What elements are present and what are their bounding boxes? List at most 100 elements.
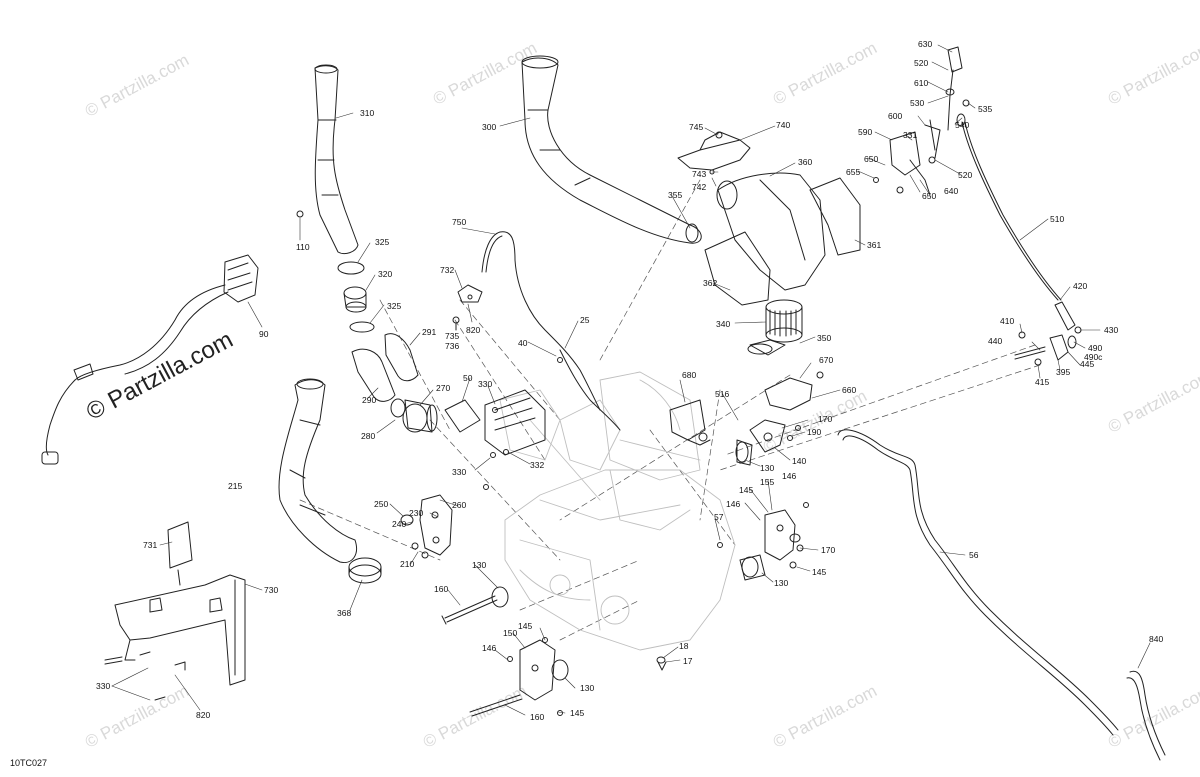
callout-535[interactable]: 535 [978,104,993,114]
callout-600[interactable]: 600 [888,111,903,121]
callout-650b[interactable]: 650 [922,191,937,201]
callout-630[interactable]: 630 [918,39,933,49]
callout-355[interactable]: 355 [668,190,683,200]
callout-350[interactable]: 350 [817,333,832,343]
callout-291[interactable]: 291 [422,327,437,337]
callout-300[interactable]: 300 [482,122,497,132]
callout-331[interactable]: 331 [903,130,918,140]
callout-160[interactable]: 160 [434,584,449,594]
callout-130b[interactable]: 130 [472,560,487,570]
callout-150[interactable]: 150 [503,628,518,638]
callout-325b[interactable]: 325 [387,301,402,311]
callout-745[interactable]: 745 [689,122,704,132]
callout-395[interactable]: 395 [1056,367,1071,377]
callout-362[interactable]: 362 [703,278,718,288]
callout-750[interactable]: 750 [452,217,467,227]
callout-610[interactable]: 610 [914,78,929,88]
callout-160b[interactable]: 160 [530,712,545,722]
callout-330c[interactable]: 330 [96,681,111,691]
callout-310[interactable]: 310 [360,108,375,118]
callout-332[interactable]: 332 [530,460,545,470]
callout-280[interactable]: 280 [361,431,376,441]
bracket-670 [764,377,813,411]
callout-130[interactable]: 130 [760,463,775,473]
callout-840[interactable]: 840 [1149,634,1164,644]
callout-330[interactable]: 330 [478,379,493,389]
callout-520b[interactable]: 520 [958,170,973,180]
callout-660[interactable]: 660 [842,385,857,395]
callout-110[interactable]: 110 [296,242,310,252]
callout-670[interactable]: 670 [819,355,834,365]
callout-40[interactable]: 40 [518,338,528,348]
callout-740[interactable]: 740 [776,120,791,130]
callout-260[interactable]: 260 [452,500,467,510]
callout-155[interactable]: 155 [760,477,775,487]
callout-250[interactable]: 250 [374,499,389,509]
callout-290[interactable]: 290 [362,395,377,405]
callout-361[interactable]: 361 [867,240,882,250]
callout-445[interactable]: 445 [1080,359,1095,369]
callout-732[interactable]: 732 [440,265,455,275]
callout-90[interactable]: 90 [259,329,269,339]
callout-590[interactable]: 590 [858,127,873,137]
callout-210[interactable]: 210 [400,559,415,569]
callout-130c[interactable]: 130 [774,578,789,588]
callout-742[interactable]: 742 [692,182,707,192]
callout-820[interactable]: 820 [466,325,481,335]
callout-56[interactable]: 56 [969,550,979,560]
callout-330b[interactable]: 330 [452,467,467,477]
callout-516[interactable]: 516 [715,389,730,399]
callout-655[interactable]: 655 [846,167,861,177]
callout-415[interactable]: 415 [1035,377,1050,387]
callout-731[interactable]: 731 [143,540,158,550]
callout-146c[interactable]: 146 [482,643,497,653]
callout-368[interactable]: 368 [337,608,352,618]
callout-170[interactable]: 170 [818,414,833,424]
callout-735[interactable]: 735 [445,331,460,341]
callout-145d[interactable]: 145 [570,708,585,718]
callout-440[interactable]: 440 [988,336,1003,346]
callout-170b[interactable]: 170 [821,545,836,555]
callout-57[interactable]: 57 [714,512,724,522]
callout-145b[interactable]: 145 [812,567,827,577]
callout-736[interactable]: 736 [445,341,460,351]
callout-680[interactable]: 680 [682,370,697,380]
callout-650[interactable]: 650 [864,154,879,164]
module-332 [484,389,546,456]
callout-25[interactable]: 25 [580,315,590,325]
callout-820b[interactable]: 820 [196,710,211,720]
callout-270[interactable]: 270 [436,383,451,393]
callout-190[interactable]: 190 [807,427,822,437]
callout-140[interactable]: 140 [792,456,807,466]
callout-490[interactable]: 490 [1088,343,1103,353]
callout-730[interactable]: 730 [264,585,279,595]
callout-410[interactable]: 410 [1000,316,1015,326]
callout-240[interactable]: 240 [392,519,407,529]
callout-340[interactable]: 340 [716,319,731,329]
callout-640[interactable]: 640 [944,186,959,196]
callout-145[interactable]: 145 [739,485,754,495]
callout-430[interactable]: 430 [1104,325,1119,335]
callout-540[interactable]: 540 [955,120,970,130]
callout-50[interactable]: 50 [463,373,473,383]
callout-145c[interactable]: 145 [518,621,533,631]
callout-420[interactable]: 420 [1073,281,1088,291]
callout-520[interactable]: 520 [914,58,929,68]
callout-530[interactable]: 530 [910,98,925,108]
coupler-270 [390,398,438,433]
callout-230[interactable]: 230 [409,508,424,518]
callout-743[interactable]: 743 [692,169,707,179]
callout-17[interactable]: 17 [683,656,693,666]
callout-490c[interactable]: 490c [1084,352,1103,362]
callout-320[interactable]: 320 [378,269,393,279]
callout-360[interactable]: 360 [798,157,813,167]
callout-146[interactable]: 146 [782,471,797,481]
callout-510[interactable]: 510 [1050,214,1065,224]
bolts-330 [104,651,186,701]
bracket-680 [669,399,711,446]
callout-215[interactable]: 215 [228,481,243,491]
callout-130d[interactable]: 130 [580,683,595,693]
callout-146b[interactable]: 146 [726,499,741,509]
callout-325[interactable]: 325 [375,237,390,247]
callout-18[interactable]: 18 [679,641,689,651]
